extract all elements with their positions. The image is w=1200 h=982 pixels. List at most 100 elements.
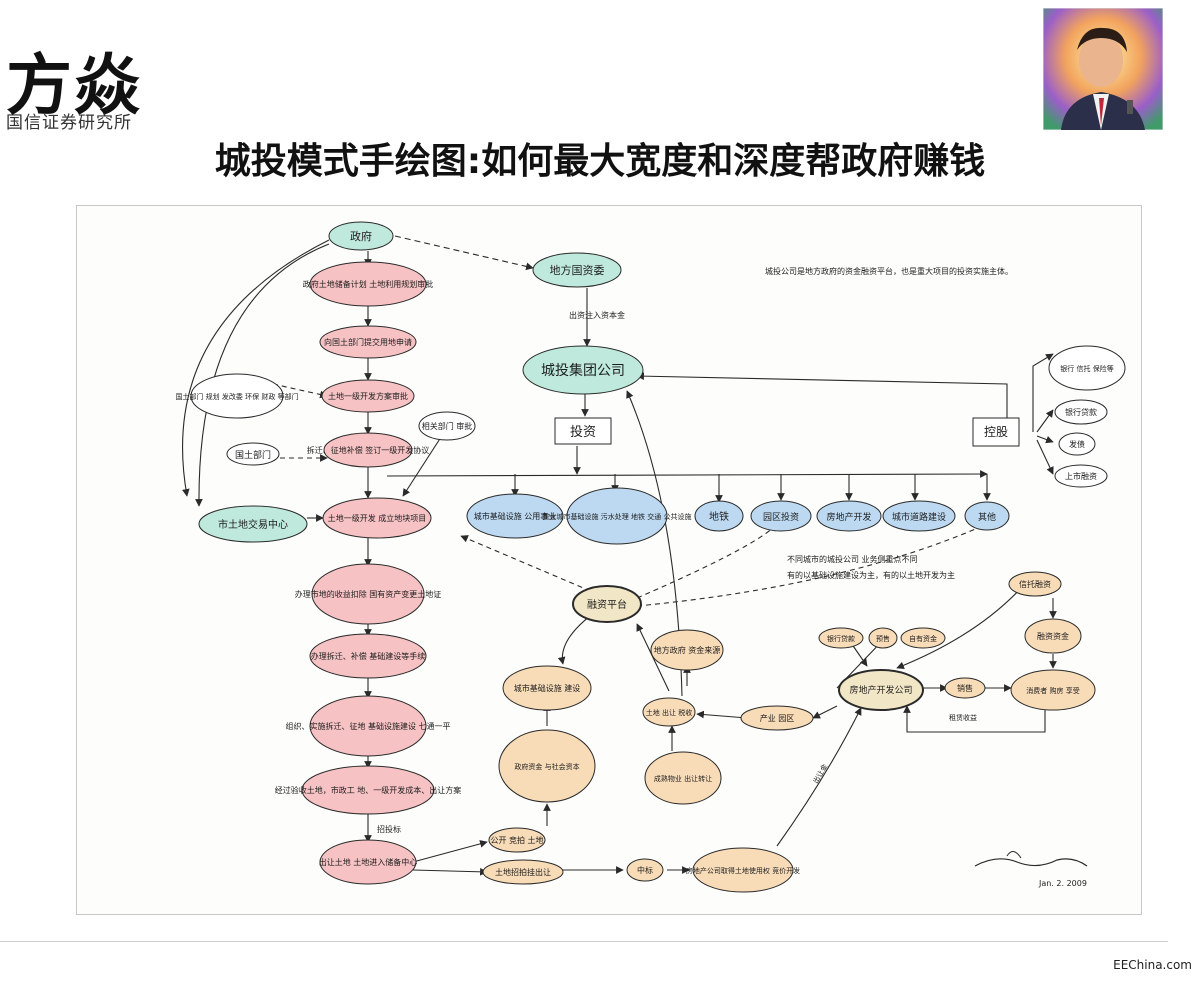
node-invest — [554, 417, 612, 445]
label-loan2: 银行贷款 — [827, 634, 855, 643]
node-p9 — [301, 765, 435, 815]
node-estate-co — [838, 669, 924, 711]
label-dept: 国土部门 — [235, 449, 271, 461]
edge — [182, 239, 330, 497]
label-center: 市土地交易中心 — [218, 518, 288, 531]
label-industry: 产业 园区 — [760, 713, 795, 723]
edge — [903, 705, 1046, 733]
label-stock: 上市融资 — [1065, 471, 1097, 481]
node-loan — [1054, 399, 1108, 425]
label-bond: 发债 — [1069, 439, 1085, 449]
node-buyers — [1010, 669, 1096, 711]
edge — [402, 433, 444, 497]
label-tax: 土地 出让 税收 — [646, 708, 692, 717]
label-group: 城投集团公司 — [541, 362, 625, 379]
label-fund: 政府资金 与社会资本 — [514, 762, 579, 771]
pink-process-column — [301, 261, 435, 885]
edge — [1032, 353, 1054, 432]
node-rel — [418, 411, 476, 441]
label-gov-asset: 地方国资委 — [550, 263, 605, 277]
edge — [636, 523, 988, 607]
label-fee: 出让金 — [811, 762, 829, 785]
node-t-infra — [466, 493, 564, 539]
label-finance: 融资平台 — [587, 598, 627, 611]
node-p5 — [322, 497, 432, 539]
label-p7: 办理拆迁、补偿 基础建设等手续 — [311, 651, 426, 661]
node-dept — [226, 442, 280, 466]
node-p4 — [323, 432, 413, 468]
node-win — [626, 858, 664, 882]
node-center — [198, 505, 308, 543]
node-finance — [572, 585, 642, 623]
label-city-build: 城市基础设施 建设 — [514, 683, 581, 693]
label-t-park: 园区投资 — [763, 511, 799, 523]
node-t-major — [566, 487, 668, 545]
edge — [1036, 439, 1054, 475]
node-p1 — [309, 261, 427, 307]
label-invest: 投资 — [570, 424, 596, 440]
label-rent: 租赁收益 — [949, 713, 977, 722]
node-plan — [190, 373, 284, 419]
node-trust — [1008, 571, 1062, 597]
label-gov: 政府 — [350, 229, 372, 243]
edge — [636, 523, 778, 599]
label-approve: 出资注入资本金 — [569, 310, 625, 320]
label-rights: 房地产公司取得土地使用权 竞价开发 — [686, 866, 800, 875]
node-tax — [642, 697, 696, 727]
watermark: EEChina.com — [1113, 958, 1192, 972]
label-own: 自有资金 — [909, 634, 937, 643]
label-redev2: 有的以基础设施建设为主，有的以土地开发为主 — [787, 570, 955, 580]
label-p6: 办理市地的收益扣除 国有资产变更土地证 — [295, 589, 442, 599]
node-fund2 — [1024, 618, 1082, 654]
node-land-buy — [488, 827, 546, 853]
label-local-fund: 地方政府 资金来源 — [654, 645, 721, 655]
node-bank — [1048, 345, 1126, 391]
label-loan: 银行贷款 — [1065, 407, 1097, 417]
label-t-infra: 城市基础设施 公用事业 — [474, 511, 557, 521]
node-sale — [944, 677, 986, 699]
node-t-park — [750, 500, 812, 532]
node-t-estate — [816, 500, 882, 532]
node-gov-asset — [532, 252, 622, 288]
edge — [1036, 435, 1054, 444]
edge — [460, 535, 608, 599]
label-estate-co: 房地产开发公司 — [849, 684, 912, 696]
edge — [812, 705, 838, 719]
node-own — [900, 627, 946, 649]
node-p10 — [319, 839, 417, 885]
label-p5: 土地一级开发 成立地块项目 — [328, 513, 427, 523]
label-fund2: 融资资金 — [1037, 631, 1069, 641]
label-p4: 拆迁、征地补偿 签订一级开发协议 — [307, 445, 430, 455]
label-pre: 预售 — [876, 634, 890, 643]
label-p8: 组织、实施拆迁、征地 基础设施建设 七通一平 — [285, 721, 450, 731]
label-p9: 经过验收土地，市政工 地、一级开发成本、出让方案 — [275, 785, 462, 795]
node-local-fund — [650, 629, 724, 671]
node-stock — [1054, 464, 1108, 488]
bottom-divider — [0, 941, 1168, 942]
edge — [1036, 409, 1054, 433]
flow-diagram: 政府 地方国资委 城投集团公司 投资 控股 出资注入资本金 政府土地储备计划 土… — [175, 221, 1126, 893]
label-bank: 银行 信托 保险等 — [1060, 364, 1113, 373]
label-land-sell: 土地招拍挂出让 — [495, 867, 551, 877]
label-win: 中标 — [637, 865, 653, 875]
diagram-annotation: 城投公司是地方政府的资金融资平台，也是重大项目的投资实施主体。 — [765, 266, 1013, 276]
signature-date: Jan. 2. 2009 — [1038, 879, 1087, 888]
edge — [696, 710, 748, 719]
label-mature: 成熟物业 出让转让 — [654, 774, 712, 783]
label-sale: 销售 — [957, 683, 973, 693]
node-gov — [328, 221, 394, 251]
label-t-other: 其他 — [978, 511, 996, 523]
label-hold: 控股 — [984, 425, 1008, 439]
node-p6 — [311, 563, 425, 625]
node-p8 — [309, 695, 427, 757]
label-land-buy: 公开 竞拍 土地 — [490, 835, 543, 845]
label-plan: 国土部门 规划 发改委 环保 财政 等部门 — [175, 392, 298, 401]
node-bond — [1058, 432, 1096, 456]
node-t-other — [964, 501, 1010, 531]
node-land-sell — [482, 859, 564, 885]
node-fund — [498, 729, 596, 803]
diagram-sheet: 政府 地方国资委 城投集团公司 投资 控股 出资注入资本金 政府土地储备计划 土… — [76, 205, 1142, 915]
edge — [776, 707, 862, 847]
label-buyers: 消费者 购房 享受 — [1026, 686, 1079, 695]
label-rel: 相关部门 审批 — [422, 421, 473, 431]
